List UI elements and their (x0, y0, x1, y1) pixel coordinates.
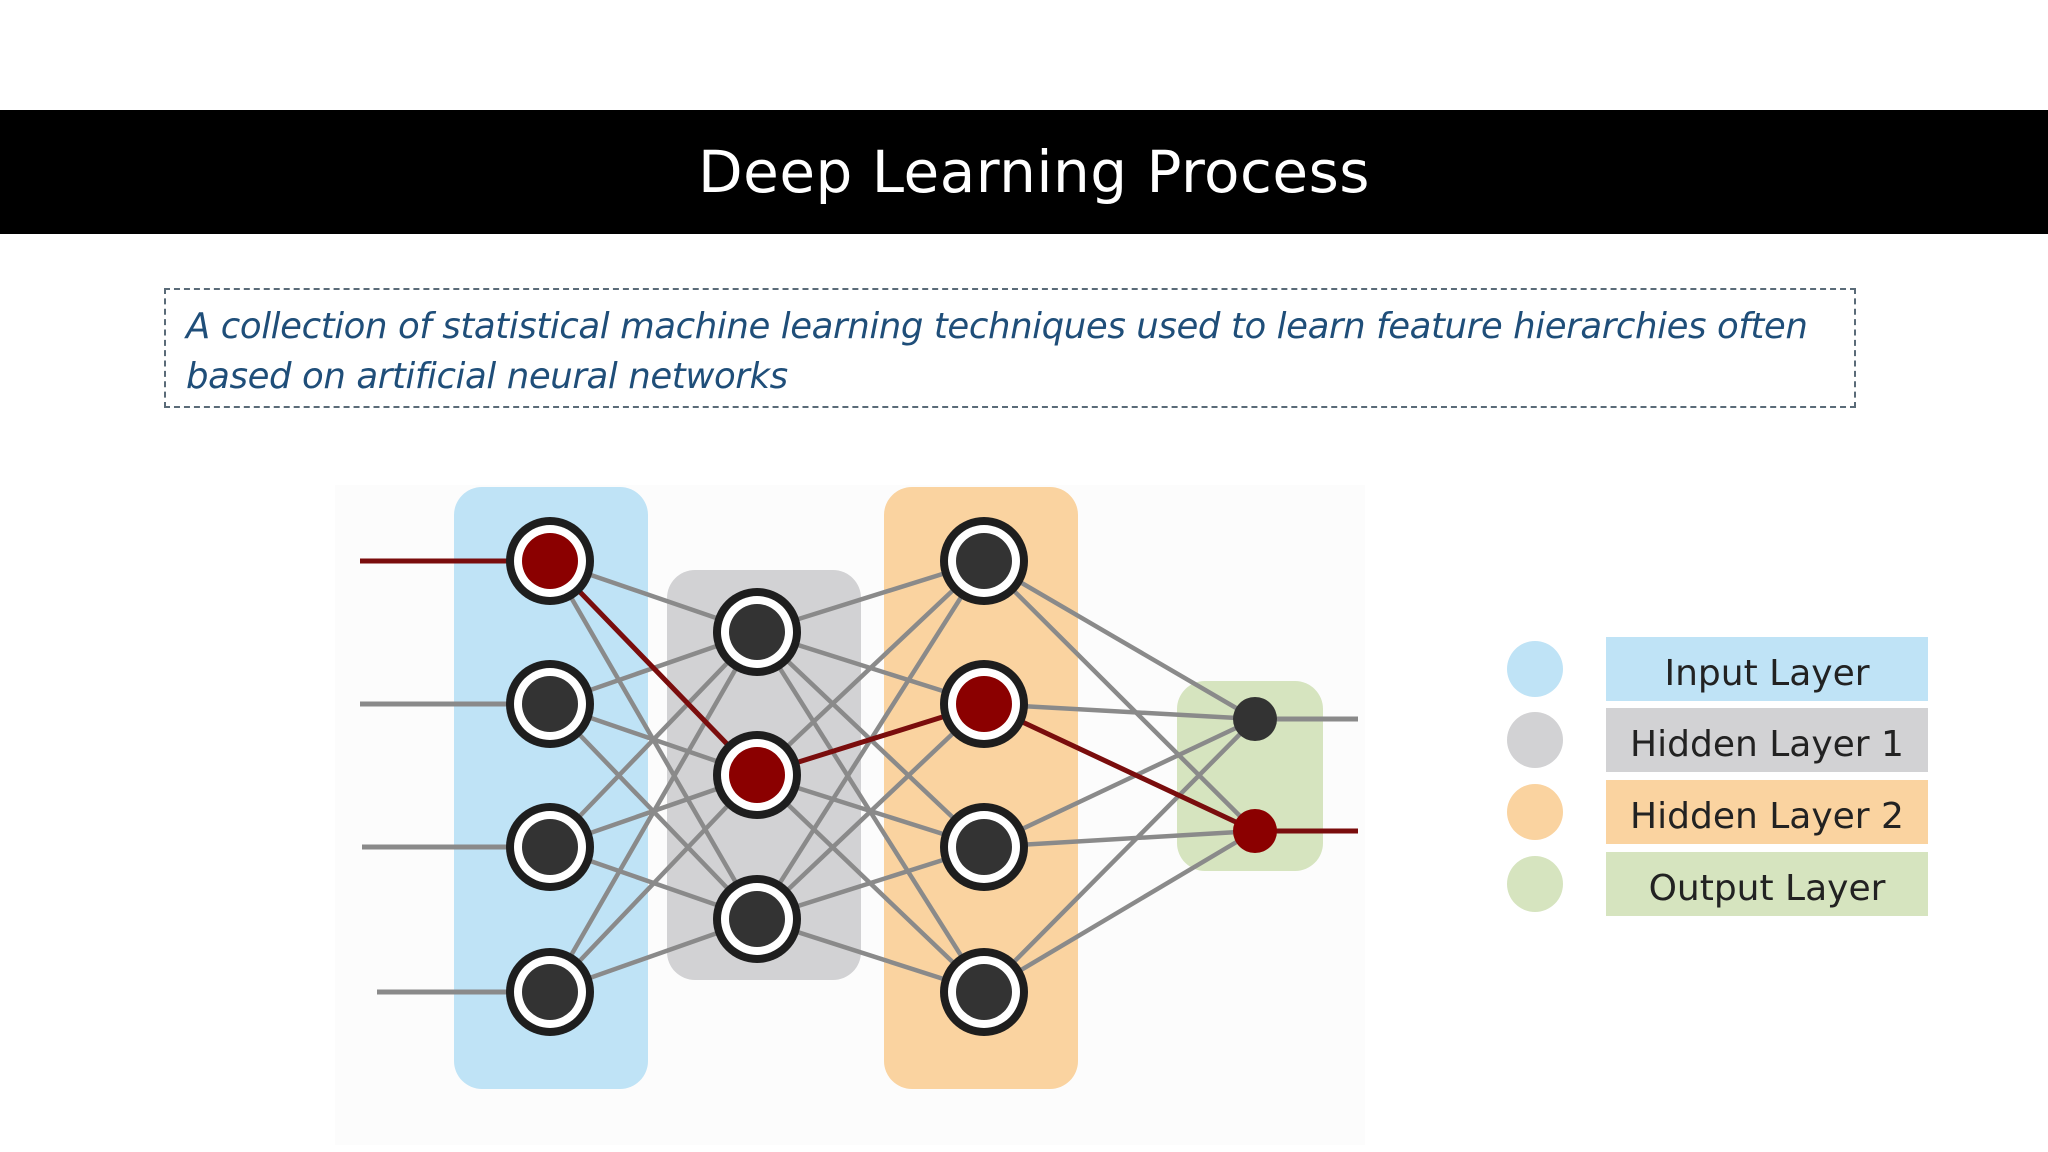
node (956, 533, 1012, 589)
connection (548, 773, 759, 994)
node (956, 819, 1012, 875)
connection (755, 702, 986, 921)
node (522, 819, 578, 875)
node (956, 964, 1012, 1020)
active-connection (982, 701, 1257, 834)
active-connection (548, 559, 759, 777)
legend-box-output (1606, 852, 1928, 916)
legend-label-output: Output Layer (1649, 868, 1886, 909)
connection (983, 701, 1256, 722)
layer-background-output (1177, 681, 1323, 871)
legend-label-hidden1: Hidden Layer 1 (1630, 724, 1904, 765)
connection (982, 559, 1257, 721)
layer-background-hidden2 (884, 487, 1078, 1089)
active-node (729, 747, 785, 803)
legend-swatch-input (1507, 641, 1563, 697)
connection (982, 829, 1257, 994)
connection (983, 828, 1256, 850)
connection (982, 559, 1257, 833)
definition-box: A collection of statistical machine lear… (164, 288, 1856, 408)
legend-swatch-hidden2 (1507, 784, 1563, 840)
node (729, 891, 785, 947)
legend-box-hidden2 (1606, 780, 1928, 844)
connection (548, 630, 759, 849)
legend-label-hidden2: Hidden Layer 2 (1630, 796, 1904, 837)
active-node (522, 533, 578, 589)
slide-title: Deep Learning Process (697, 138, 1371, 206)
connection (755, 559, 986, 777)
node (522, 676, 578, 732)
node (729, 604, 785, 660)
legend-box-input (1606, 637, 1928, 701)
legend: Input Layer Hidden Layer 1 Hidden Layer … (1507, 637, 1928, 916)
connection (548, 630, 759, 994)
legend-box-hidden1 (1606, 708, 1928, 772)
node (1233, 697, 1277, 741)
legend-swatch-output (1507, 856, 1563, 912)
active-node (1233, 809, 1277, 853)
nodes (506, 517, 1277, 1036)
definition-text: A collection of statistical machine lear… (186, 306, 1808, 397)
connection (983, 716, 1256, 850)
connection (982, 717, 1257, 994)
title-bar: Deep Learning Process (0, 110, 2048, 234)
legend-label-input: Input Layer (1664, 653, 1869, 694)
active-node (956, 676, 1012, 732)
node (522, 964, 578, 1020)
legend-swatch-hidden1 (1507, 712, 1563, 768)
